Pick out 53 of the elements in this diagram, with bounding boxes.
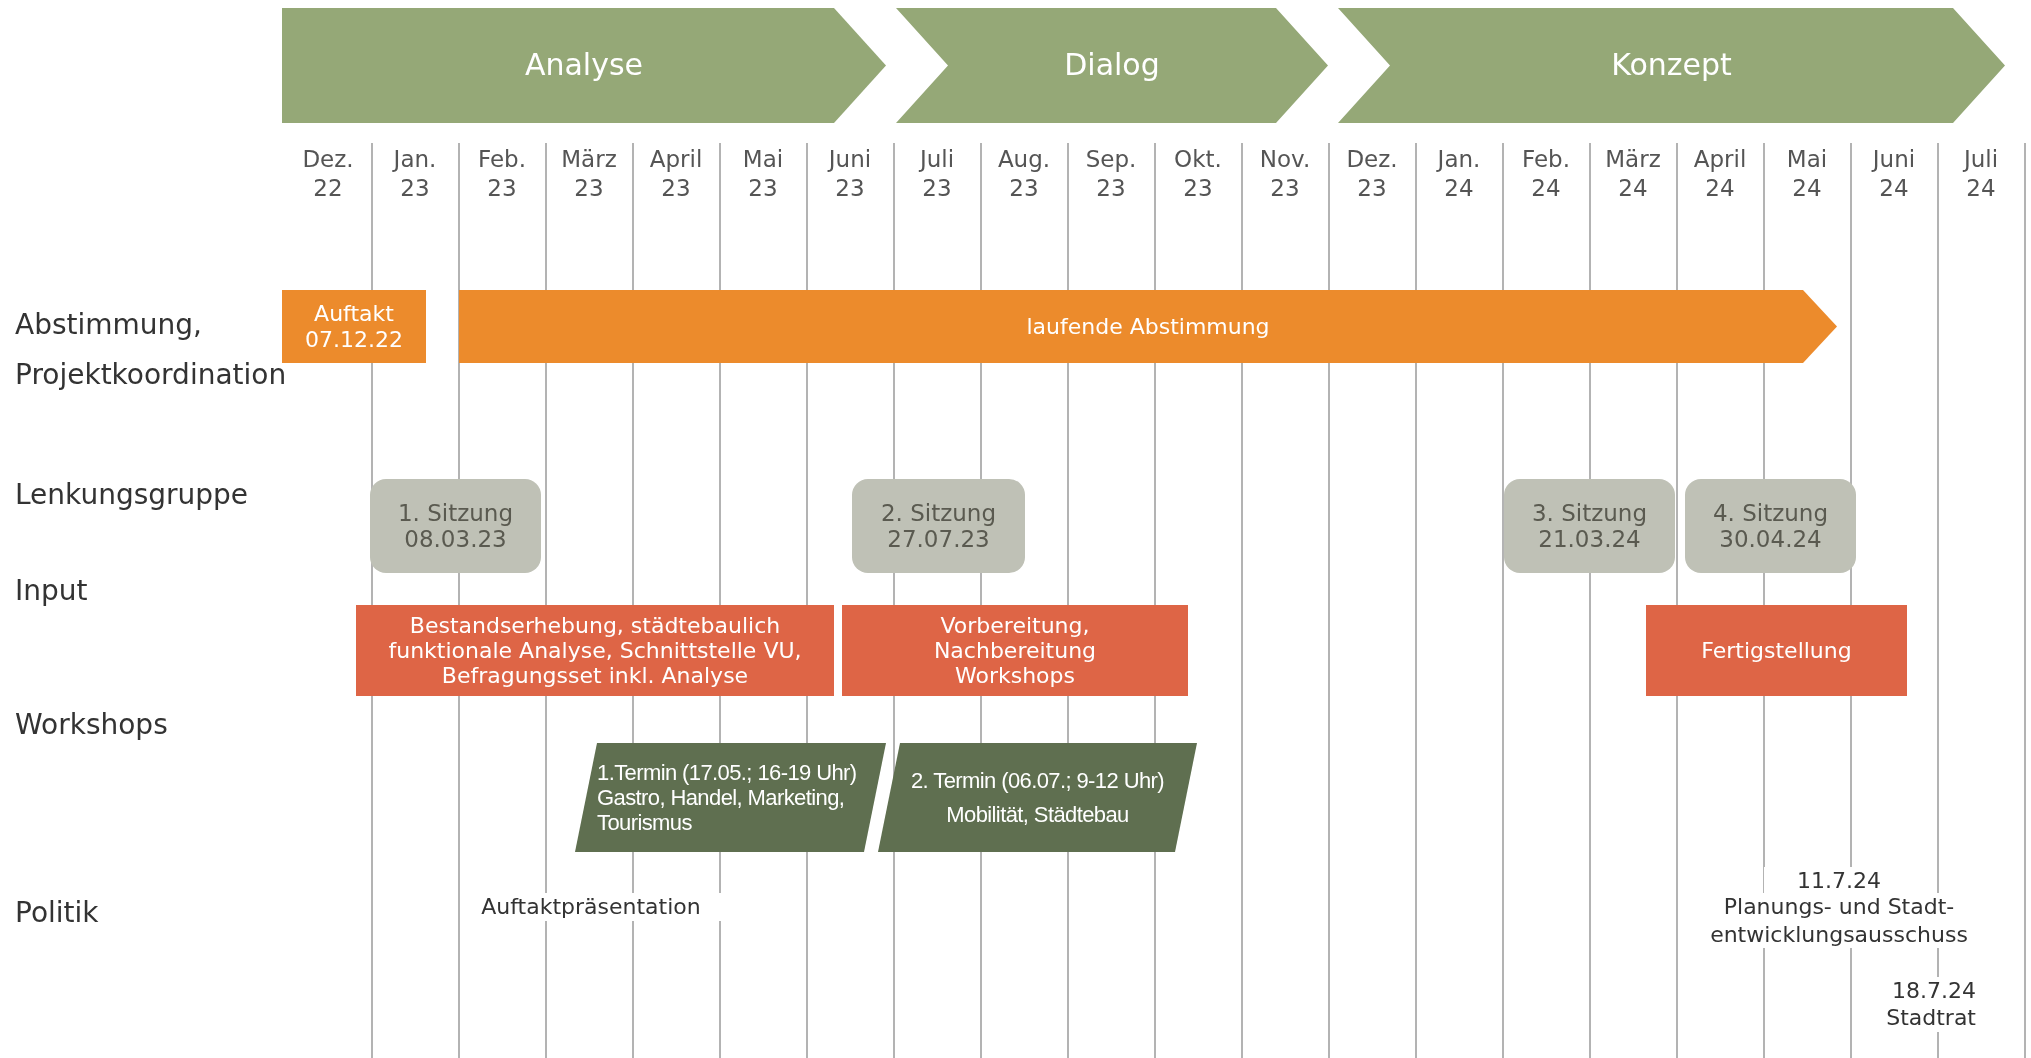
month-label: Sep. 23 <box>1084 145 1138 203</box>
phase-label: Konzept <box>1611 48 1732 83</box>
row-label: Input <box>15 573 89 608</box>
workshop-text: Gastro, Handel, Marketing, Tourismus <box>597 784 845 836</box>
meeting-text: 30.04.24 <box>1719 526 1822 553</box>
row-label: Workshops <box>15 707 169 742</box>
month-label: Juli 24 <box>1961 145 2000 203</box>
bar-label: laufende Abstimmung <box>1026 313 1270 340</box>
row-label: Lenkungsgruppe <box>15 477 250 512</box>
month-label: März 24 <box>1604 145 1662 203</box>
month-label: Dez. 22 <box>301 145 355 203</box>
meeting-text: 2. Sitzung <box>880 499 997 526</box>
month-label: Juni 24 <box>1870 145 1917 203</box>
month-label: Jan. 24 <box>1435 145 1482 203</box>
meeting-box <box>370 479 541 573</box>
row-label: Politik <box>15 895 100 930</box>
task-text: Vorbereitung, Nachbereitung Workshops <box>932 612 1098 689</box>
meeting-text: 27.07.23 <box>887 526 990 553</box>
meeting-text: 08.03.23 <box>404 526 507 553</box>
month-label: Nov. 23 <box>1258 145 1312 203</box>
task-text: Bestandserhebung, städtebaulich funktionale Analyse, Schnittstelle VU, Befragungsset inkl. Analyse <box>387 612 803 689</box>
meeting-text: 21.03.24 <box>1538 526 1641 553</box>
phase-label: Analyse <box>524 48 644 83</box>
milestone-box <box>282 290 426 363</box>
month-label: Mai 24 <box>1785 145 1829 203</box>
month-label: Okt. 23 <box>1173 145 1223 203</box>
meeting-text: 3. Sitzung <box>1531 499 1648 526</box>
month-label: Dez. 23 <box>1345 145 1399 203</box>
month-label: März 23 <box>560 145 618 203</box>
month-label: Aug. 23 <box>996 145 1052 203</box>
month-label: Feb. 23 <box>476 145 527 203</box>
task-bar <box>356 605 834 696</box>
month-label: Juni 23 <box>826 145 873 203</box>
task-bar <box>842 605 1188 696</box>
month-label: Mai 23 <box>741 145 785 203</box>
month-label: Juli 23 <box>917 145 956 203</box>
milestone-text: Auftakt <box>314 301 394 327</box>
task-bar <box>1646 605 1907 696</box>
workshop-text: Mobilität, Städtebau <box>946 801 1129 827</box>
meeting-box <box>1504 479 1675 573</box>
month-label: Jan. 23 <box>391 145 438 203</box>
workshop-text: 1.Termin (17.05.; 16-19 Uhr) <box>597 759 857 785</box>
meeting-text: 4. Sitzung <box>1712 499 1829 526</box>
phase-label: Dialog <box>1064 48 1160 83</box>
meeting-text: 1. Sitzung <box>397 499 514 526</box>
milestone-text: 07.12.22 <box>305 326 403 352</box>
meeting-box <box>1685 479 1856 573</box>
meeting-box <box>852 479 1025 573</box>
month-label: Feb. 24 <box>1520 145 1571 203</box>
task-text: Fertigstellung <box>1701 637 1852 664</box>
month-label: April 23 <box>648 145 704 203</box>
month-label: April 24 <box>1692 145 1748 203</box>
workshop-text: 2. Termin (06.07.; 9-12 Uhr) <box>911 768 1164 794</box>
